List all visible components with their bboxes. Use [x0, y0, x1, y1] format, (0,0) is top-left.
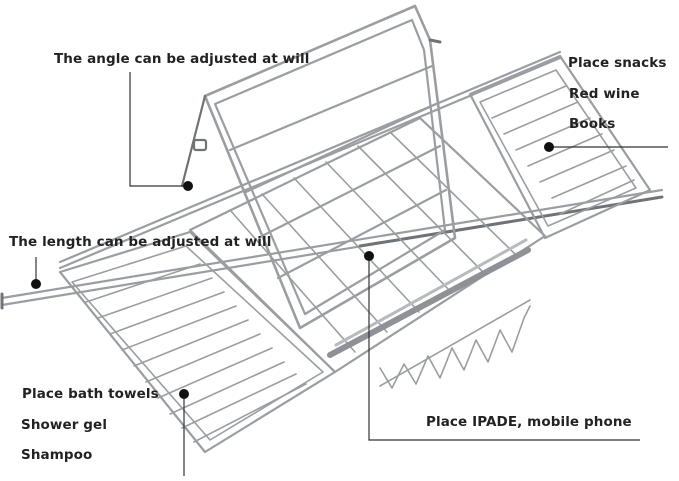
phone-ledge-bar [327, 238, 531, 358]
right-item-snacks: Place snacks [568, 55, 667, 71]
leader-line-phone [368, 256, 640, 441]
right-basket [468, 54, 652, 240]
callout-dot-angle [183, 181, 193, 191]
callout-dot-right [544, 142, 554, 152]
right-item-books: Books [569, 116, 616, 132]
middle-basket [188, 116, 547, 389]
callout-dot-length [31, 279, 41, 289]
left-item-shower-gel: Shower gel [21, 417, 108, 433]
callout-dot-phone [364, 251, 374, 261]
angle-annotation: The angle can be adjusted at will [54, 51, 310, 67]
phone-annotation: Place IPADE, mobile phone [426, 414, 632, 430]
left-item-towels: Place bath towels [22, 386, 159, 402]
left-item-shampoo: Shampoo [21, 447, 93, 463]
leader-line-angle [129, 72, 188, 187]
callout-dot-left [179, 389, 189, 399]
left-basket [58, 230, 337, 454]
book-stand-frame [180, 4, 457, 330]
right-item-wine: Red wine [569, 86, 640, 102]
front-side-rail [0, 188, 664, 307]
length-annotation: The length can be adjusted at will [9, 234, 272, 250]
stand-hinge-knob [192, 138, 208, 152]
